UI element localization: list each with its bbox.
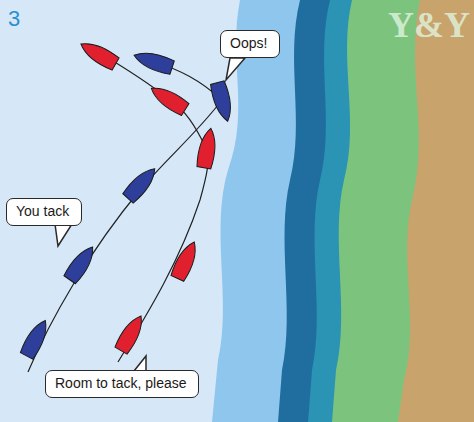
- speech-bubble: Room to tack, please: [45, 370, 199, 398]
- blue-boat: [210, 81, 236, 124]
- red-boat: [196, 127, 218, 169]
- watermark: Y&Y: [388, 4, 470, 46]
- blue-boat: [122, 163, 160, 203]
- grass-band: [332, 0, 474, 422]
- blue-boat: [132, 48, 175, 75]
- figure-number: 3: [8, 6, 20, 32]
- bubble-tail: [226, 58, 245, 80]
- blue-boat: [20, 317, 53, 360]
- shallow-water: [212, 0, 474, 422]
- red-boat: [147, 82, 189, 117]
- bubble-text: You tack: [16, 203, 72, 219]
- bubble-tail: [55, 224, 72, 246]
- speech-bubble: Oops!: [220, 30, 280, 58]
- red-boat: [77, 37, 120, 71]
- teal-band: [308, 0, 474, 422]
- red-boat: [170, 239, 201, 282]
- bubble-text: Oops!: [230, 35, 270, 51]
- red-track: [98, 52, 208, 362]
- deep-band: [278, 0, 474, 422]
- sand-band: [398, 0, 474, 422]
- blue-boat: [63, 242, 99, 284]
- speech-bubble: You tack: [6, 198, 82, 226]
- bubble-text: Room to tack, please: [55, 375, 189, 391]
- red-boat: [114, 312, 148, 355]
